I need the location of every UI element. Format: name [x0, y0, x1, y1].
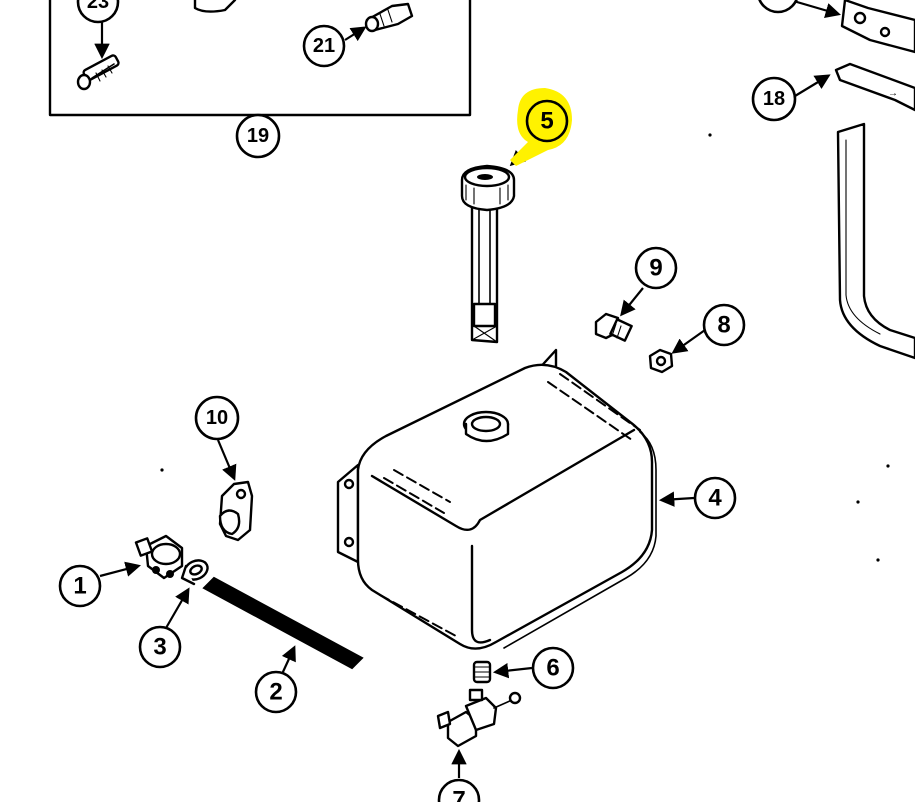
svg-text:10: 10: [206, 407, 228, 429]
callout-1: 1: [58, 564, 102, 608]
svg-text:19: 19: [247, 125, 269, 147]
sight-gauge-part-5: [460, 164, 516, 344]
svg-text:8: 8: [717, 312, 730, 339]
callout-5: 5: [525, 99, 569, 143]
callout-21: 21: [302, 24, 346, 68]
leader-lines: [94, 0, 841, 778]
svg-text:7: 7: [452, 787, 465, 802]
svg-text:2: 2: [269, 679, 282, 706]
callout-10: 10: [194, 395, 240, 441]
callout-19: 19: [235, 113, 281, 159]
callout-2: 2: [254, 670, 298, 714]
clamp-part-3: [180, 559, 209, 586]
specks: [160, 468, 164, 472]
switch-part-1: [134, 534, 184, 580]
callout-18: 18: [751, 76, 797, 122]
fitting-part-21: [364, 2, 414, 33]
nut-part-8: [648, 348, 674, 374]
inset-detail-box: [48, 0, 472, 117]
svg-text:4: 4: [708, 485, 722, 512]
svg-text:3: 3: [153, 634, 166, 661]
svg-text:9: 9: [649, 255, 662, 282]
svg-text:6: 6: [546, 655, 559, 682]
svg-text:21: 21: [313, 35, 335, 57]
frame-strap: [836, 122, 915, 360]
svg-text:→: →: [888, 88, 898, 99]
bolt-part-9: [594, 312, 633, 342]
screw-part-23: [76, 54, 120, 91]
hose-part-2: [202, 576, 364, 670]
drain-plug-part-6: [472, 660, 492, 684]
svg-text:1: 1: [73, 573, 86, 600]
svg-text:23: 23: [87, 0, 109, 13]
clip-part-10: [218, 480, 254, 542]
tank-part-4: [336, 348, 657, 650]
svg-text:5: 5: [540, 108, 553, 135]
callout-4: 4: [693, 476, 737, 520]
svg-text:18: 18: [763, 88, 785, 110]
callout-partial-top-right: [758, 0, 798, 14]
callout-23: 23: [76, 0, 120, 24]
callout-6: 6: [531, 646, 575, 690]
callout-9: 9: [634, 246, 678, 290]
valve-part-7: [436, 688, 522, 748]
callout-3: 3: [138, 625, 182, 669]
highlight-marker: [510, 88, 572, 166]
callout-7: 7: [437, 778, 481, 802]
callout-8: 8: [702, 303, 746, 347]
bracket-part-18: →: [834, 0, 915, 112]
